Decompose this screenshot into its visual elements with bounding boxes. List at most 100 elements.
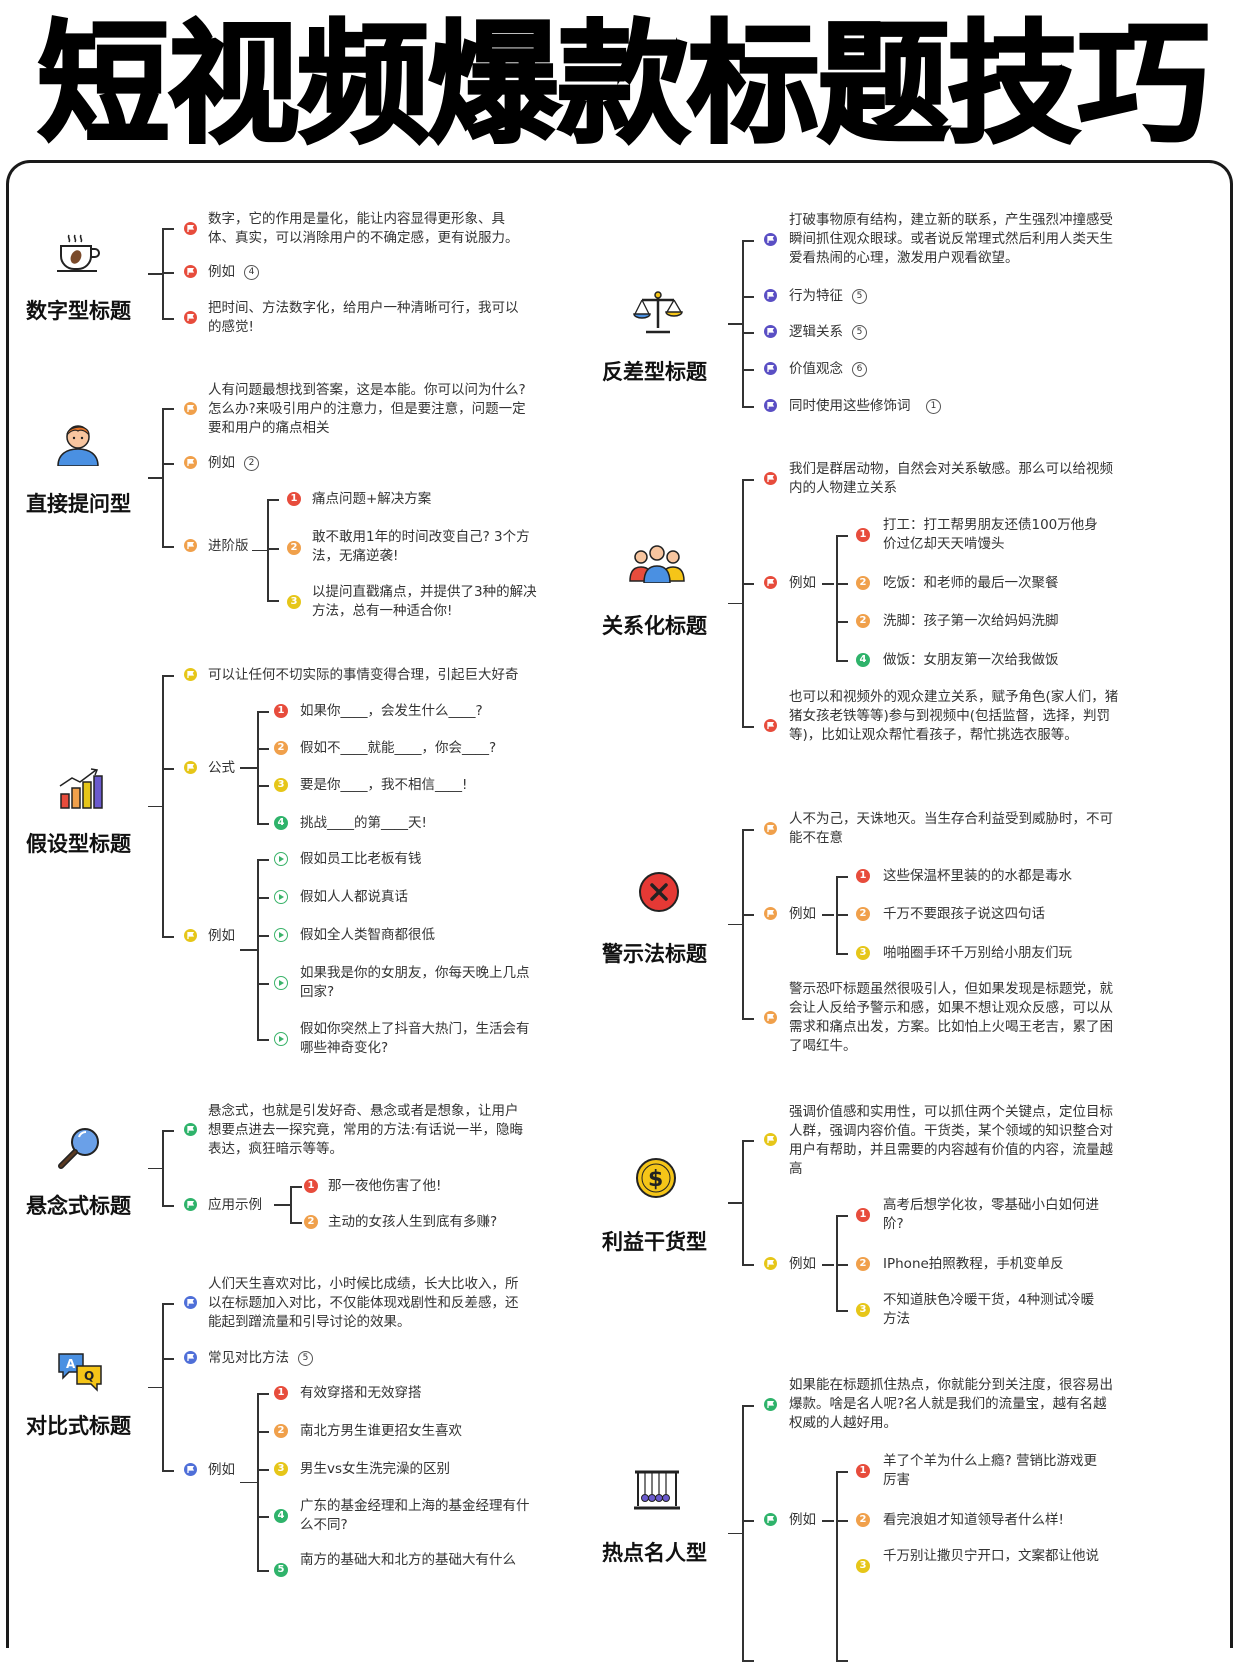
connector-line (257, 1469, 269, 1471)
connector-line (162, 546, 174, 548)
connector-line (257, 897, 269, 899)
section-heading: 直接提问型 (26, 492, 131, 516)
connector-line (742, 1140, 744, 1264)
node-text: 羊了个羊为什么上瘾? 营销比游戏更厉害 (883, 1453, 1097, 1488)
node-text: 高考后想学化妆，零基础小白如何进阶? (883, 1197, 1099, 1232)
node-text: 洗脚：孩子第一次给妈妈洗脚 (883, 613, 1059, 629)
connector-line (257, 1570, 269, 1572)
number-badge-icon: 3 (274, 778, 288, 792)
flag-bullet-icon (764, 289, 777, 302)
play-bullet-icon (274, 1032, 288, 1046)
connector-line (257, 785, 269, 787)
connector-line (162, 1130, 164, 1205)
node-text: 如果我是你的女朋友，你每天晚上几点回家? (300, 965, 530, 1000)
section-heading: 反差型标题 (602, 360, 707, 384)
connector-line (836, 1520, 848, 1522)
connector-line (240, 949, 257, 951)
count-badge: 2 (244, 456, 259, 471)
node-text: 那一夜他伤害了他! (328, 1178, 442, 1194)
node-text: 假如不____就能____，你会____? (300, 740, 497, 756)
connector-line (822, 1264, 834, 1266)
connector-line (836, 1660, 848, 1662)
node-text: 男生vs女生洗完澡的区别 (300, 1461, 451, 1477)
section-heading: 悬念式标题 (26, 1194, 131, 1218)
count-badge: 1 (926, 399, 941, 414)
section-heading: 利益干货型 (602, 1230, 707, 1254)
node-text: 打破事物原有结构，建立新的联系，产生强烈冲撞感受瞬间抓住观众眼球。或者说反常理式… (789, 212, 1113, 266)
connector-line (836, 621, 848, 623)
node-text: 千万不要跟孩子说这四句话 (883, 906, 1045, 922)
section-heading: 对比式标题 (26, 1414, 131, 1438)
flag-bullet-icon (184, 1351, 197, 1364)
connector-line (148, 1386, 162, 1388)
connector-line (836, 1264, 848, 1266)
node-text: 人不为己，天诛地灭。当生存合利益受到威胁时，不可能不在意 (789, 811, 1113, 846)
node-text: 强调价值感和实用性，可以抓住两个关键点，定位目标人群，强调内容价值。干货类，某个… (789, 1104, 1113, 1177)
connector-line (252, 549, 267, 551)
flag-bullet-icon (184, 668, 197, 681)
number-badge-icon: 4 (274, 816, 288, 830)
connector-line (728, 602, 742, 604)
magnifier-icon (57, 1125, 103, 1175)
connector-line (240, 767, 257, 769)
play-bullet-icon (274, 976, 288, 990)
connector-line (267, 548, 279, 550)
flag-bullet-icon (764, 719, 777, 732)
number-badge-icon: 1 (274, 704, 288, 718)
node-text: 假如全人类智商都很低 (300, 927, 435, 943)
connector-line (257, 859, 269, 861)
node-text: 千万别让撒贝宁开口，文案都让他说 (883, 1548, 1099, 1564)
flag-bullet-icon (764, 1133, 777, 1146)
section-heading: 热点名人型 (602, 1541, 707, 1565)
node-text: 不知道肤色冷暖干货，4种测试冷暖方法 (883, 1292, 1095, 1327)
number-badge-icon: 4 (856, 653, 870, 667)
node-text: 主动的女孩人生到底有多赚? (328, 1214, 498, 1230)
connector-line (742, 1405, 744, 1660)
connector-line (162, 1358, 174, 1360)
connector-line (290, 1186, 302, 1188)
connector-line (274, 1204, 290, 1206)
connector-line (162, 1205, 174, 1207)
node-text: 数字，它的作用是量化，能让内容显得更形象、具体、真实，可以消除用户的不确定感，更… (208, 211, 519, 246)
count-badge: 5 (852, 325, 867, 340)
connector-line (290, 1186, 292, 1222)
node-text: 要是你____，我不相信____! (300, 777, 468, 793)
node-text: 人有问题最想找到答案，这是本能。你可以问为什么?怎么办?来吸引用户的注意力，但是… (208, 382, 526, 436)
connector-line (257, 983, 269, 985)
content-frame (6, 160, 1233, 1648)
count-badge: 6 (852, 362, 867, 377)
connector-line (822, 1520, 834, 1522)
connector-line (742, 1018, 754, 1020)
x-circle-icon (637, 870, 681, 918)
connector-line (742, 406, 754, 408)
node-text: 例如 (789, 1256, 816, 1272)
connector-line (742, 1520, 754, 1522)
node-text: 进阶版 (208, 538, 249, 554)
node-text: 痛点问题+解决方案 (312, 491, 432, 507)
connector-line (836, 1215, 838, 1310)
node-text: 同时使用这些修饰词 (789, 398, 911, 414)
node-text: 例如 (789, 1512, 816, 1528)
connector-line (162, 463, 174, 465)
node-text: 吃饭：和老师的最后一次聚餐 (883, 575, 1059, 591)
number-badge-icon: 2 (856, 907, 870, 921)
connector-line (162, 1470, 174, 1472)
node-text: 逻辑关系 (789, 324, 843, 340)
section-heading: 警示法标题 (602, 942, 707, 966)
number-badge-icon: 3 (856, 946, 870, 960)
node-text: 人们天生喜欢对比，小时候比成绩，长大比收入，所以在标题加入对比，不仅能体现戏剧性… (208, 1276, 519, 1330)
node-text: 例如 (208, 928, 235, 944)
node-text: 广东的基金经理和上海的基金经理有什么不同? (300, 1498, 530, 1533)
play-bullet-icon (274, 928, 288, 942)
connector-line (836, 583, 848, 585)
node-text: 行为特征 (789, 288, 843, 304)
dollar-coin-icon: $ (633, 1155, 679, 1205)
number-badge-icon: 1 (304, 1179, 318, 1193)
connector-line (162, 272, 174, 274)
connector-line (728, 923, 742, 925)
connector-line (822, 583, 834, 585)
node-text: 例如 (208, 1462, 235, 1478)
people-group-icon (628, 543, 686, 587)
